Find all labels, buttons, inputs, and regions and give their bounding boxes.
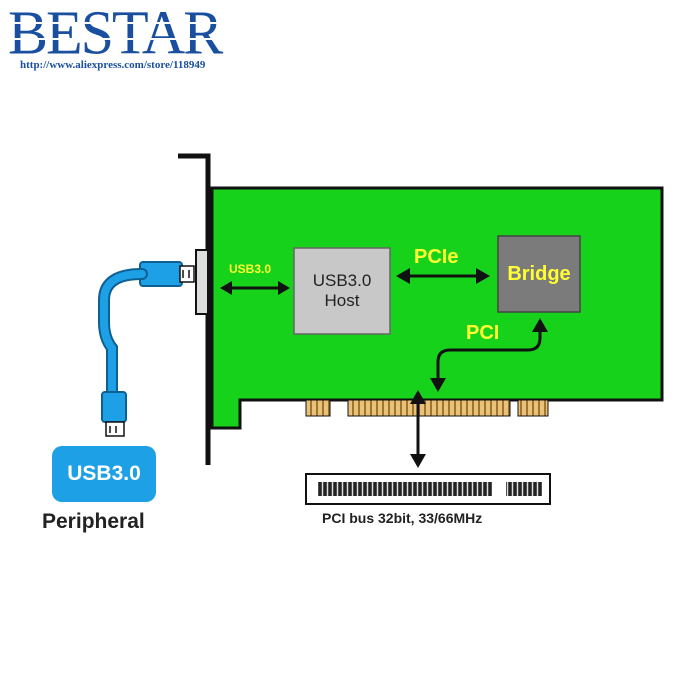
brand-logo-text: BESTAR [8, 4, 223, 58]
pci-card-board [210, 186, 664, 430]
logo-stripe [8, 38, 298, 40]
brand-logo: BESTAR [8, 4, 298, 58]
host-line-1: USB3.0 [312, 271, 372, 290]
usb-cable [98, 261, 195, 437]
gold-fingers [305, 399, 549, 417]
bridge-chip [497, 235, 581, 313]
metal-bracket [178, 153, 211, 465]
pci-bus-label: PCI bus 32bit, 33/66MHz [322, 510, 483, 526]
store-url: http://www.aliexpress.com/store/118949 [20, 59, 206, 71]
bridge-label: Bridge [507, 262, 571, 285]
pcie-label: PCIe [414, 246, 459, 268]
usb-link-label: USB3.0 [229, 262, 272, 276]
usb-host-chip [293, 247, 391, 335]
peripheral-label: Peripheral [42, 510, 145, 533]
pci-link-arrow [430, 318, 548, 392]
host-line-2: Host [324, 291, 360, 310]
logo-stripe [8, 22, 298, 24]
pci-slot [305, 473, 551, 505]
peripheral-badge: USB3.0 [52, 446, 156, 502]
bus-arrow [410, 390, 426, 468]
usb-link-arrow [220, 281, 290, 295]
pci-label: PCI [466, 322, 500, 344]
usb-host-label: USB3.0 Host [294, 248, 390, 334]
pcie-link-arrow [396, 268, 490, 284]
